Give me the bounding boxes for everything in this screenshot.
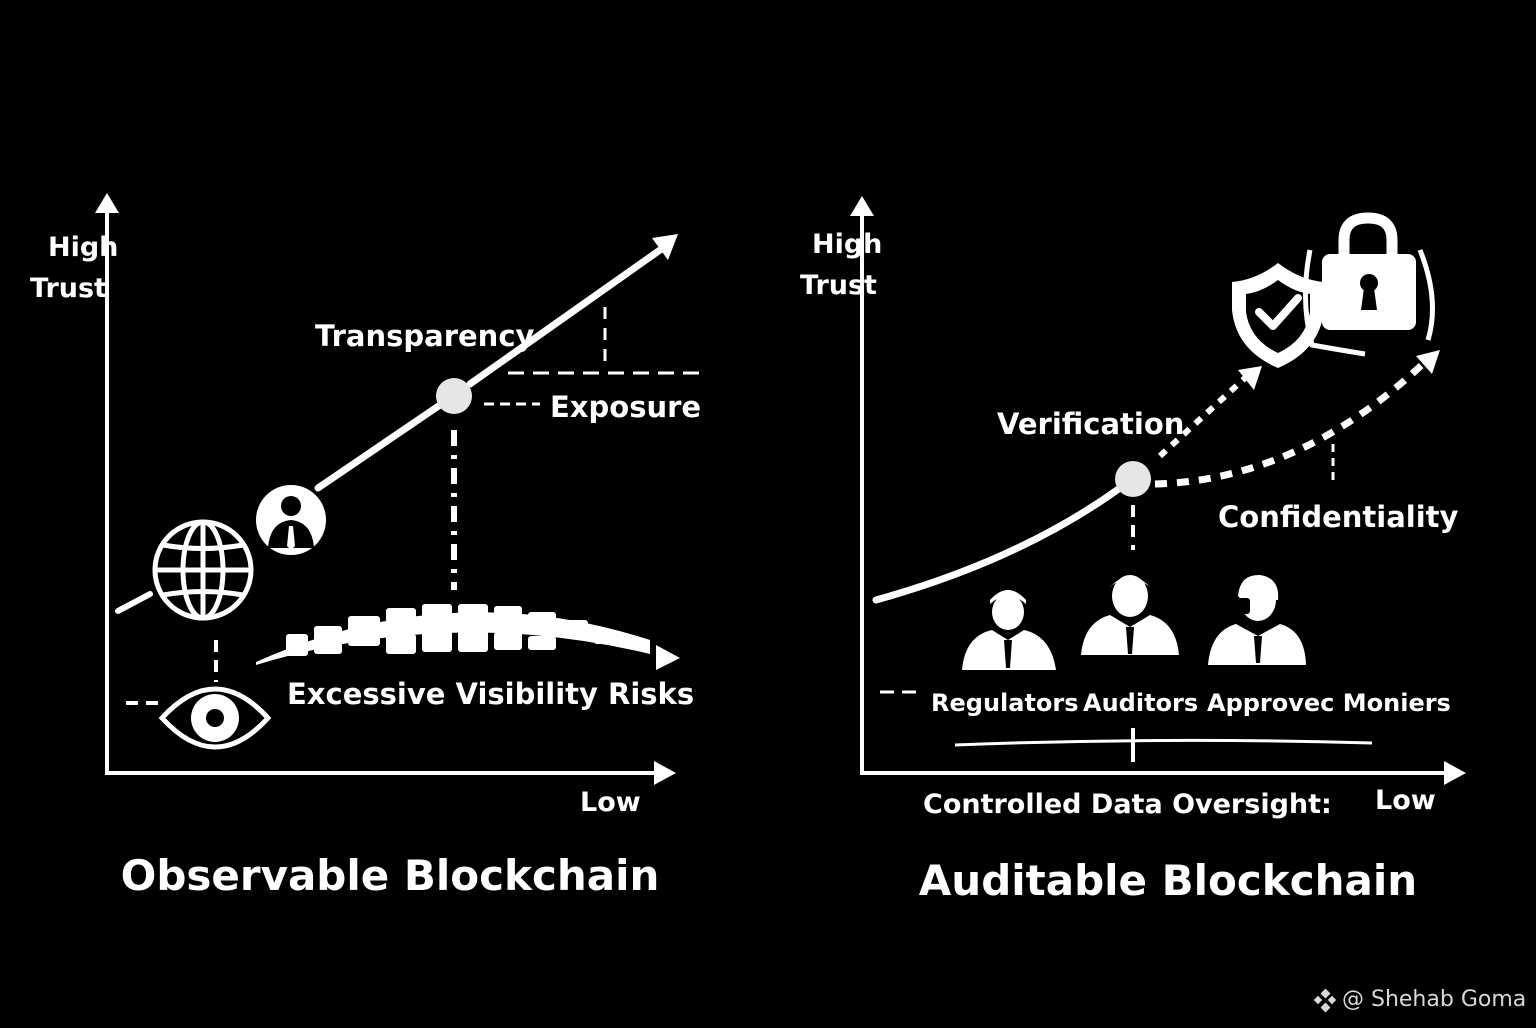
- right-y-label-high: High: [812, 229, 882, 260]
- right-branch-verification: [1157, 375, 1248, 459]
- stakeholder-label-monitors: Approvec Moniers: [1207, 689, 1451, 717]
- right-x-caption: Controlled Data Oversight:: [923, 789, 1332, 820]
- left-transparency-label: Transparency: [315, 319, 535, 353]
- stakeholder-baseline: [954, 738, 1373, 747]
- stakeholder-label-auditors: Auditors: [1083, 689, 1198, 717]
- shield-check-icon: [1232, 263, 1324, 368]
- right-x-axis: [862, 761, 1466, 785]
- watermark: @ Shehab Goma: [1313, 987, 1526, 1013]
- right-verification-node: [1115, 461, 1151, 497]
- left-panel: High Trust Low Transparency Exposure: [30, 193, 701, 900]
- regulator-icon: [962, 590, 1056, 670]
- visibility-risk-band: [256, 604, 680, 670]
- left-transparency-node: [436, 378, 472, 414]
- right-y-label-trust: Trust: [800, 270, 877, 301]
- right-trust-curve: [872, 484, 1124, 604]
- globe-icon: [152, 519, 254, 621]
- monitor-icon: [1208, 574, 1306, 665]
- watermark-text: @ Shehab Goma: [1342, 987, 1526, 1012]
- left-trend-line: [115, 234, 678, 614]
- user-icon: [256, 485, 326, 555]
- eye-icon: [126, 686, 272, 750]
- left-x-axis: [107, 761, 676, 785]
- left-x-label-low: Low: [580, 787, 641, 818]
- right-x-label-low: Low: [1375, 785, 1436, 816]
- right-verification-label: Verification: [997, 407, 1184, 441]
- padlock-icon: [1303, 212, 1435, 357]
- right-panel: High Trust Low Controlled Data Oversight…: [800, 196, 1466, 905]
- diamond-logo-icon: [1313, 988, 1337, 1013]
- right-confidentiality-label: Confidentiality: [1218, 500, 1459, 534]
- right-y-axis: [850, 196, 874, 775]
- left-y-axis: [95, 193, 119, 775]
- left-y-label-trust: Trust: [30, 273, 107, 304]
- left-risk-label: Excessive Visibility Risks: [287, 677, 694, 711]
- auditor-icon: [1081, 575, 1179, 655]
- right-title: Auditable Blockchain: [919, 856, 1417, 905]
- stakeholder-label-regulators: Regulators: [931, 689, 1079, 717]
- left-exposure-label: Exposure: [550, 390, 701, 424]
- left-y-label-high: High: [48, 232, 118, 263]
- left-title: Observable Blockchain: [121, 851, 660, 900]
